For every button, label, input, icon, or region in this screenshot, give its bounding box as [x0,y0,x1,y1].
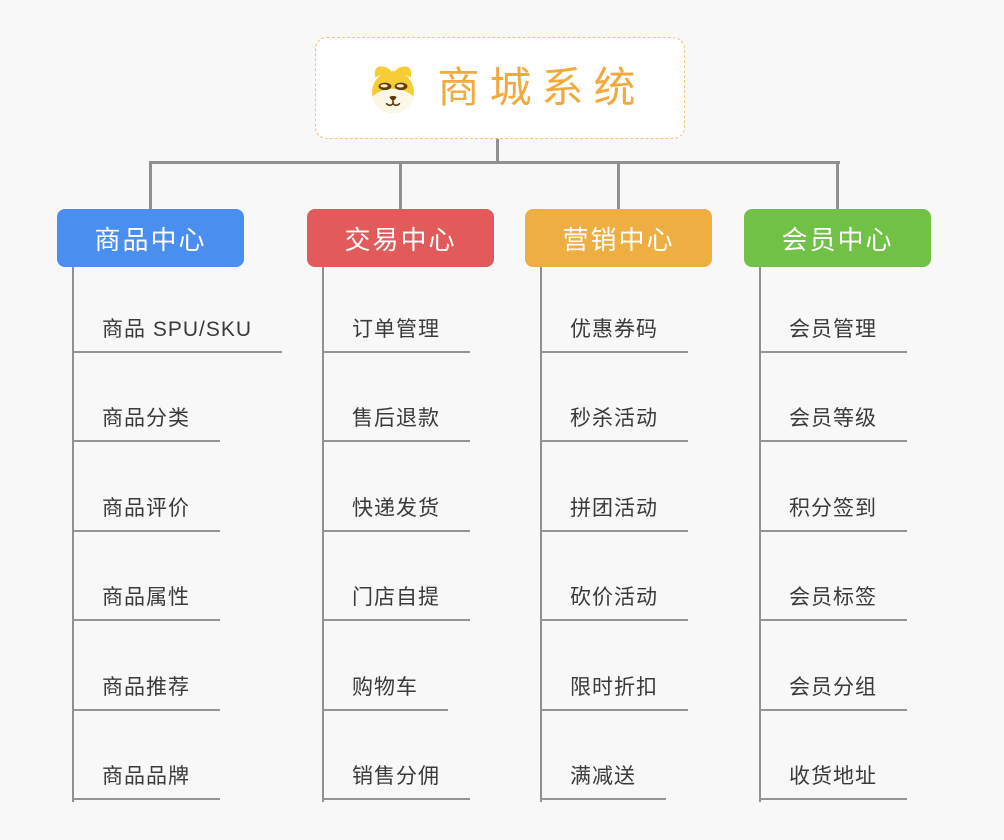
branch-node-product-center[interactable]: 商品中心 [57,209,244,267]
column-spine-line [759,267,761,802]
leaf-node[interactable]: 快递发货 [322,493,470,532]
root-title: 商城系统 [437,64,646,111]
branch-drop-line [399,161,402,210]
branch-drop-line [617,161,620,210]
leaf-node[interactable]: 购物车 [322,672,448,711]
leaf-node[interactable]: 满减送 [540,761,666,800]
dog-face-icon [372,66,415,113]
leaf-node[interactable]: 会员管理 [759,314,907,353]
column-spine-line [322,267,324,802]
leaf-node[interactable]: 门店自提 [322,582,470,621]
column-spine-line [540,267,542,802]
leaf-node[interactable]: 商品品牌 [72,761,220,800]
branch-node-marketing-center[interactable]: 营销中心 [525,209,712,267]
branch-node-trade-center[interactable]: 交易中心 [307,209,494,267]
leaf-node[interactable]: 优惠券码 [540,314,688,353]
leaf-node[interactable]: 销售分佣 [322,761,470,800]
branch-drop-line [836,161,839,210]
root-node[interactable]: 商城系统 [315,37,685,139]
leaf-node[interactable]: 拼团活动 [540,493,688,532]
leaf-node[interactable]: 秒杀活动 [540,403,688,442]
branch-node-member-center[interactable]: 会员中心 [744,209,931,267]
leaf-node[interactable]: 收货地址 [759,761,907,800]
branch-bus-line [149,161,840,164]
root-trunk-line [496,139,499,164]
leaf-node[interactable]: 会员等级 [759,403,907,442]
leaf-node[interactable]: 商品分类 [72,403,220,442]
leaf-node[interactable]: 商品属性 [72,582,220,621]
leaf-node[interactable]: 会员分组 [759,672,907,711]
leaf-node[interactable]: 商品评价 [72,493,220,532]
leaf-node[interactable]: 砍价活动 [540,582,688,621]
branch-drop-line [149,161,152,210]
leaf-node[interactable]: 商品推荐 [72,672,220,711]
leaf-node[interactable]: 限时折扣 [540,672,688,711]
leaf-node[interactable]: 会员标签 [759,582,907,621]
column-spine-line [72,267,74,802]
leaf-node[interactable]: 积分签到 [759,493,907,532]
leaf-node[interactable]: 售后退款 [322,403,470,442]
leaf-node[interactable]: 订单管理 [322,314,470,353]
leaf-node[interactable]: 商品 SPU/SKU [72,314,283,353]
